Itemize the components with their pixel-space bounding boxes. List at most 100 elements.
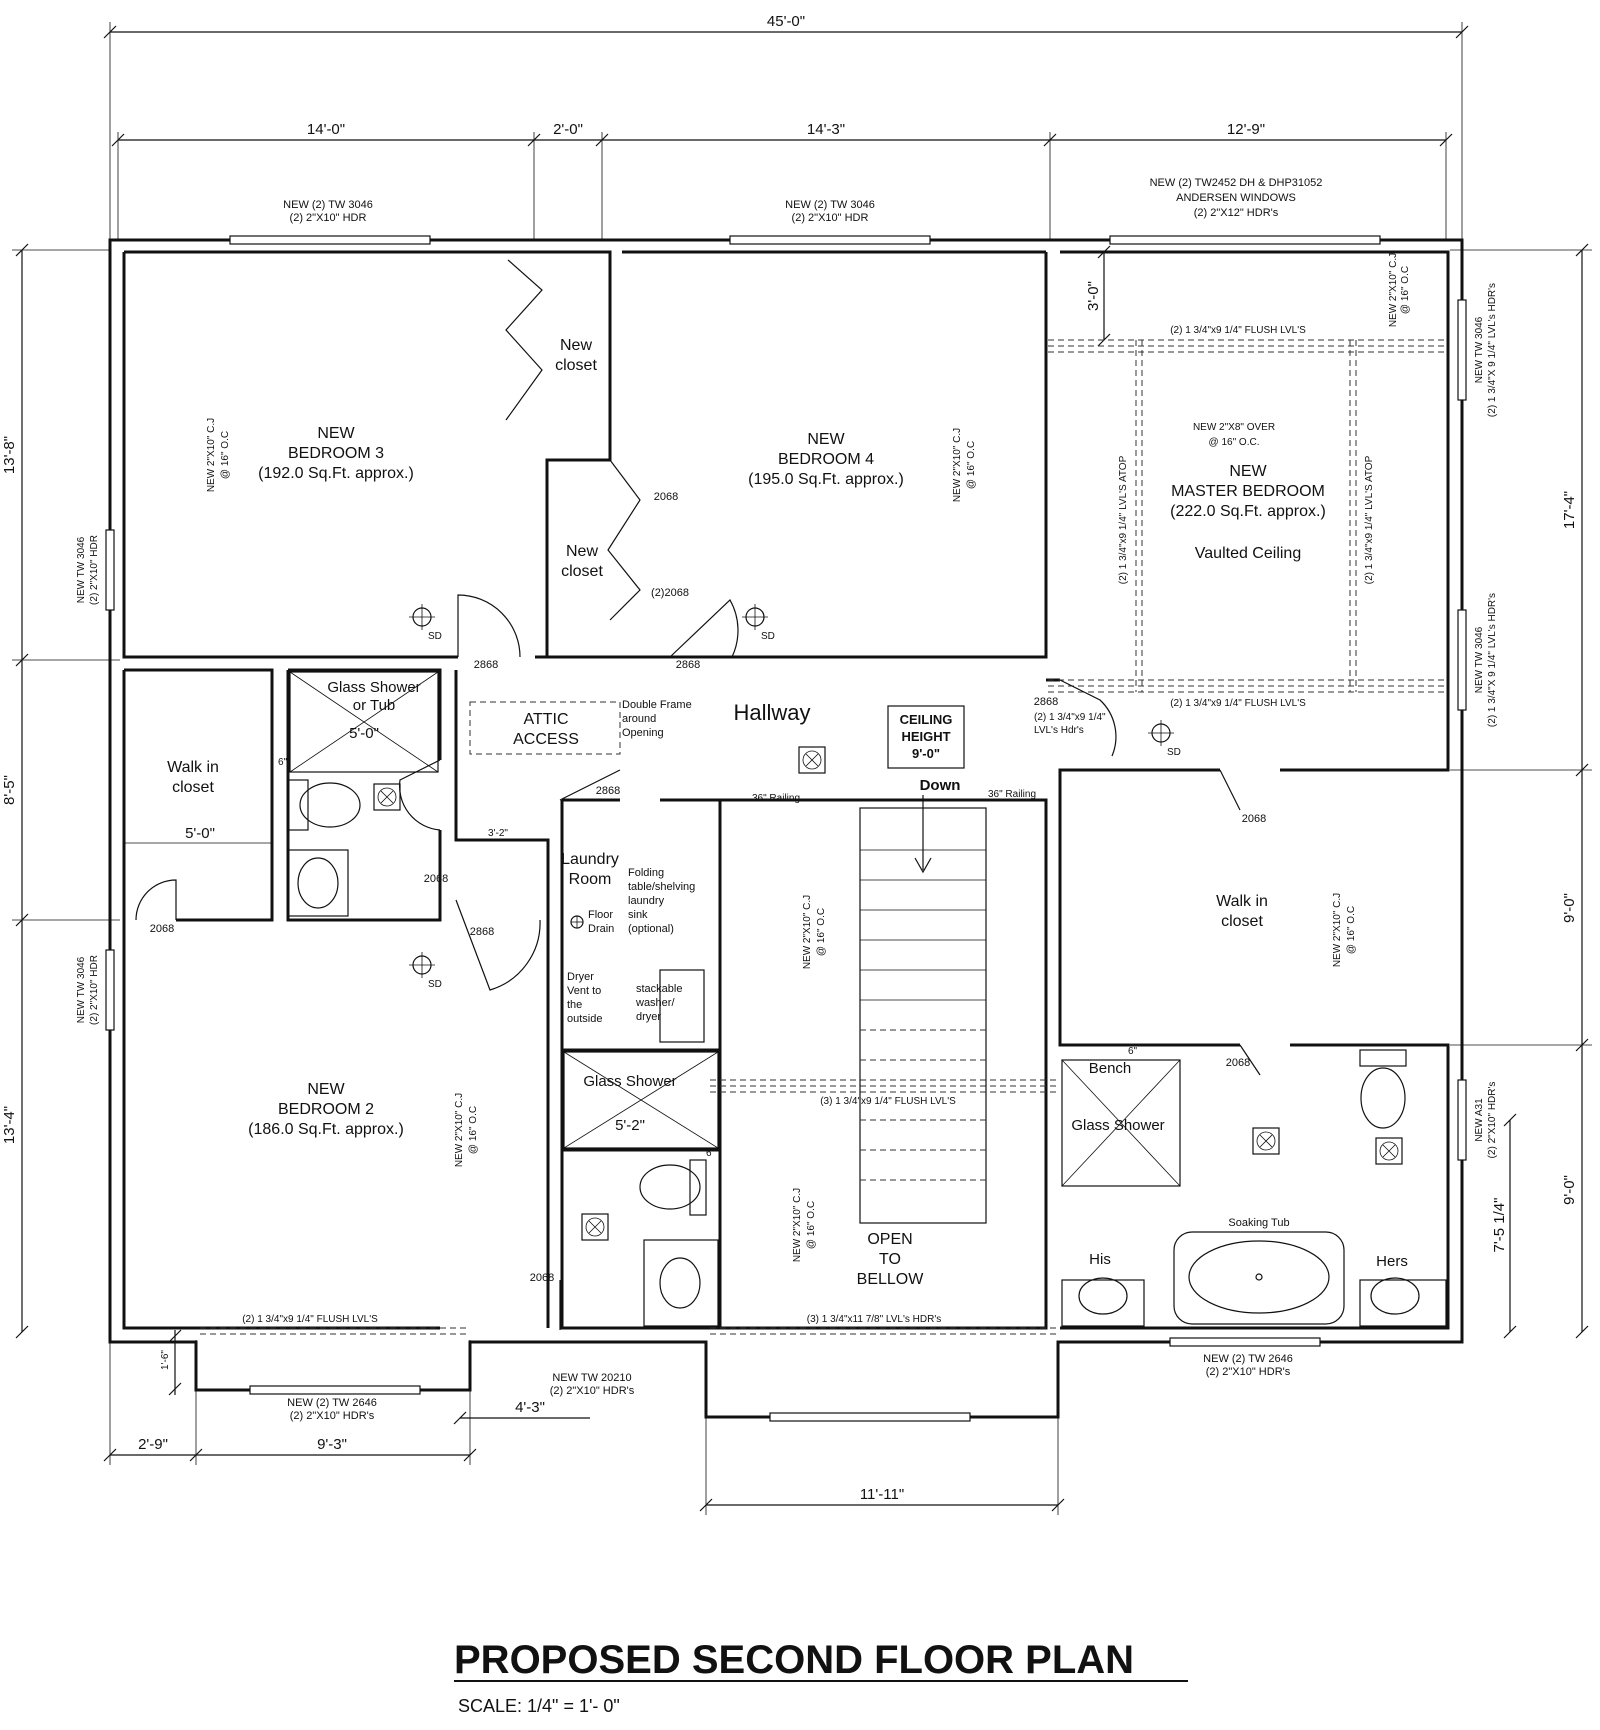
beam-label: (2) 1 3/4"x9 1/4" LVL'S ATOP [1364, 455, 1375, 584]
joist-label: @ 16" O.C [468, 1106, 479, 1154]
dim-label: 5'-2" [615, 1117, 645, 1134]
door-swings [135, 259, 1261, 1330]
window-label: (2) 2"X10" HDR's [1206, 1366, 1291, 1378]
dim-left-mid: 8'-5" [1, 775, 18, 805]
dim-closet-width: 2'-0" [553, 121, 583, 138]
note-label: Soaking Tub [1228, 1217, 1289, 1229]
sd-label: SD [1167, 747, 1181, 758]
windows [105, 235, 1467, 1422]
room-label: (195.0 Sq.Ft. approx.) [748, 471, 904, 488]
window-label: NEW TW 3046 [76, 536, 87, 603]
room-label: Hers [1376, 1253, 1408, 1270]
note-label: outside [567, 1013, 602, 1025]
door-label: 2868 [1034, 696, 1058, 708]
room-label: BEDROOM 2 [278, 1101, 374, 1118]
door-label: (2)2068 [651, 587, 689, 599]
note-label: sink [628, 909, 648, 921]
room-label: (186.0 Sq.Ft. approx.) [248, 1121, 404, 1138]
window-label: NEW TW 20210 [552, 1372, 631, 1384]
beam-label: (2) 1 3/4"x9 1/4" FLUSH LVL'S [1170, 698, 1306, 709]
note-label: Floor [588, 909, 613, 921]
dim-right-mid: 9'-0" [1561, 893, 1578, 923]
note-label: Double Frame [622, 699, 692, 711]
dim-overall: 45'-0" [767, 13, 805, 30]
beam-label: (2) 1 3/4"x9 1/4" LVL'S ATOP [1118, 455, 1129, 584]
room-label: Hallway [733, 700, 810, 725]
room-label: Laundry [561, 851, 619, 868]
beams [200, 339, 1448, 1335]
dim-master-width: 12'-9" [1227, 121, 1265, 138]
dim-right-top: 17'-4" [1561, 491, 1578, 529]
beam-label: LVL's Hdr's [1034, 725, 1084, 736]
window-label: (2) 1 3/4"X 9 1/4" LVL's HDR's [1487, 283, 1498, 417]
door-label: 2868 [676, 659, 700, 671]
note-label: dryer [636, 1011, 661, 1023]
window-label: (2) 1 3/4"X 9 1/4" LVL's HDR's [1487, 593, 1498, 727]
note-label: 36" Railing [988, 789, 1036, 800]
note-label: Dryer [567, 971, 594, 983]
dim-label: 5'-0" [349, 725, 379, 742]
room-label: closet [555, 357, 597, 374]
room-label: New [566, 543, 598, 560]
joist-label: NEW 2"X10" C.J [1332, 893, 1343, 967]
dim-label: 6" [278, 757, 288, 768]
joist-label: NEW 2"X10" C.J [802, 895, 813, 969]
room-label: NEW [807, 431, 845, 448]
note-label: HEIGHT [901, 729, 950, 744]
sd-label: SD [761, 631, 775, 642]
room-label: OPEN [867, 1231, 912, 1248]
room-label: Bench [1089, 1060, 1132, 1077]
dimension-lines [12, 22, 1592, 1515]
room-label: or Tub [353, 697, 396, 714]
joist-label: @ 16" O.C [816, 908, 827, 956]
drawing-title: PROPOSED SECOND FLOOR PLAN [454, 1638, 1134, 1682]
note-label: washer/ [635, 997, 675, 1009]
dim-label: 6" [1128, 1046, 1138, 1057]
door-label: 2868 [596, 785, 620, 797]
room-label: Glass Shower [327, 679, 420, 696]
room-label: NEW [1229, 463, 1267, 480]
joist-label: NEW 2"X10" C.J [952, 428, 963, 502]
dim-label: 5'-0" [185, 825, 215, 842]
window-label: NEW TW 3046 [76, 956, 87, 1023]
beam-label: (3) 1 3/4"x9 1/4" FLUSH LVL'S [820, 1096, 956, 1107]
door-label: 2868 [474, 659, 498, 671]
room-label: closet [561, 563, 603, 580]
note-label: Down [920, 777, 961, 794]
room-label: Room [569, 871, 612, 888]
beam-label: (2) 1 3/4"x9 1/4" FLUSH LVL'S [1170, 325, 1306, 336]
room-label: MASTER BEDROOM [1171, 483, 1325, 500]
beam-label: (3) 1 3/4"x11 7/8" LVL's HDR's [807, 1314, 942, 1325]
window-label: NEW (2) TW 2646 [1203, 1353, 1293, 1365]
room-label: BEDROOM 3 [288, 445, 384, 462]
joist-label: @ 16" O.C [1400, 266, 1411, 314]
room-label: closet [1221, 913, 1263, 930]
dim-right-bottom: 9'-0" [1561, 1175, 1578, 1205]
note-label: laundry [628, 895, 665, 907]
window-label: (2) 2"X10" HDR [290, 212, 367, 224]
note-label: 36" Railing [752, 793, 800, 804]
joist-label: NEW 2"X10" C.J [454, 1093, 465, 1167]
window-label: (2) 2"X12" HDR's [1194, 207, 1279, 219]
note-label: Opening [622, 727, 664, 739]
room-label: (192.0 Sq.Ft. approx.) [258, 465, 414, 482]
dim-label: 3'-2" [488, 828, 508, 839]
dim-right-bottom-inner: 7'-5 1/4" [1491, 1198, 1508, 1253]
dim-bedroom4-width: 14'-3" [807, 121, 845, 138]
ceiling-height-box [887, 705, 965, 769]
room-label: Vaulted Ceiling [1195, 545, 1301, 562]
dim-bottom-11-11: 11'-11" [860, 1486, 904, 1503]
window-label: NEW (2) TW2452 DH & DHP31052 [1150, 177, 1323, 189]
dim-bottom-9-3: 9'-3" [317, 1436, 347, 1453]
door-label: 2068 [424, 873, 448, 885]
room-label: Glass Shower [1071, 1117, 1164, 1134]
door-label: 2068 [1226, 1057, 1250, 1069]
joist-label: @ 16" O.C [220, 431, 231, 479]
note-label: around [622, 713, 656, 725]
note-label: Drain [588, 923, 614, 935]
beam-label: NEW 2"X8" OVER [1193, 422, 1275, 433]
room-label: BELLOW [857, 1271, 925, 1288]
sd-label: SD [428, 631, 442, 642]
window-label: NEW TW 3046 [1474, 626, 1485, 693]
window-label: (2) 2"X10" HDR [89, 955, 100, 1025]
